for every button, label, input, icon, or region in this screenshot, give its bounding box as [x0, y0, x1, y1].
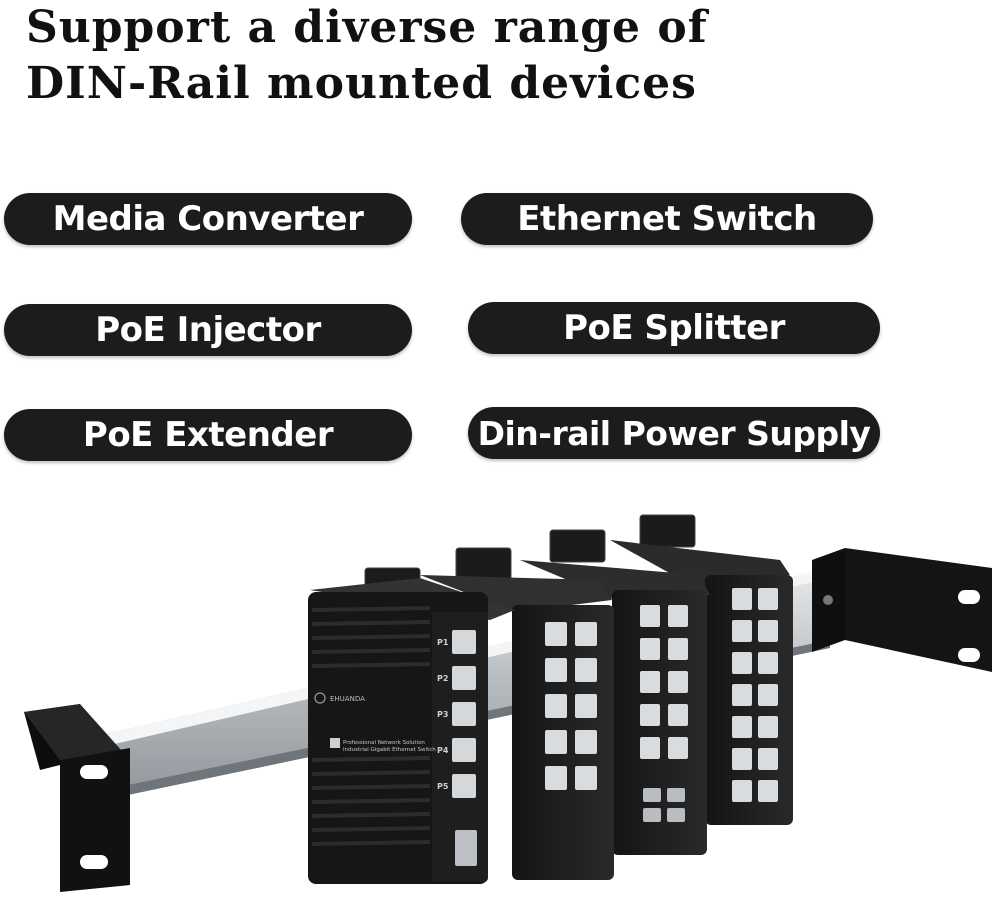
port-label-p1: P1	[437, 638, 449, 647]
brand-logo-icon	[314, 692, 326, 704]
port-label-p4: P4	[437, 746, 449, 755]
headline: Support a diverse range of DIN-Rail moun…	[26, 0, 708, 112]
port-label-p2: P2	[437, 674, 448, 683]
headline-line-2: DIN-Rail mounted devices	[26, 58, 697, 109]
pill-din-rail-power-supply: Din-rail Power Supply	[468, 407, 880, 459]
switch-5-port-front: P1 P2 P3 P4 P5 EHUANDA Professional Netw…	[308, 578, 515, 884]
right-mounting-bracket	[812, 548, 992, 672]
terminal-blocks	[364, 514, 696, 601]
product-label-line1: Professional Network Solution	[343, 740, 425, 746]
pill-poe-splitter: PoE Splitter	[468, 302, 880, 354]
switch-8-port-middle	[520, 560, 710, 855]
headline-line-1: Support a diverse range of	[26, 2, 708, 53]
pill-poe-injector: PoE Injector	[4, 304, 412, 356]
port-label-p5: P5	[437, 782, 449, 791]
brand-name: EHUANDA	[330, 695, 365, 703]
switch-16-port-right	[610, 540, 793, 825]
port-label-p3: P3	[437, 710, 448, 719]
din-rail-product-photo: P1 P2 P3 P4 P5 EHUANDA Professional Netw…	[24, 514, 992, 892]
pill-media-converter: Media Converter	[4, 193, 412, 245]
pill-poe-extender: PoE Extender	[4, 409, 412, 461]
switch-8-port-center	[420, 575, 614, 880]
product-label-line2: Industrial Gigabit Ethernet Switch	[343, 747, 436, 753]
left-mounting-bracket	[24, 704, 130, 892]
pill-ethernet-switch: Ethernet Switch	[461, 193, 873, 245]
